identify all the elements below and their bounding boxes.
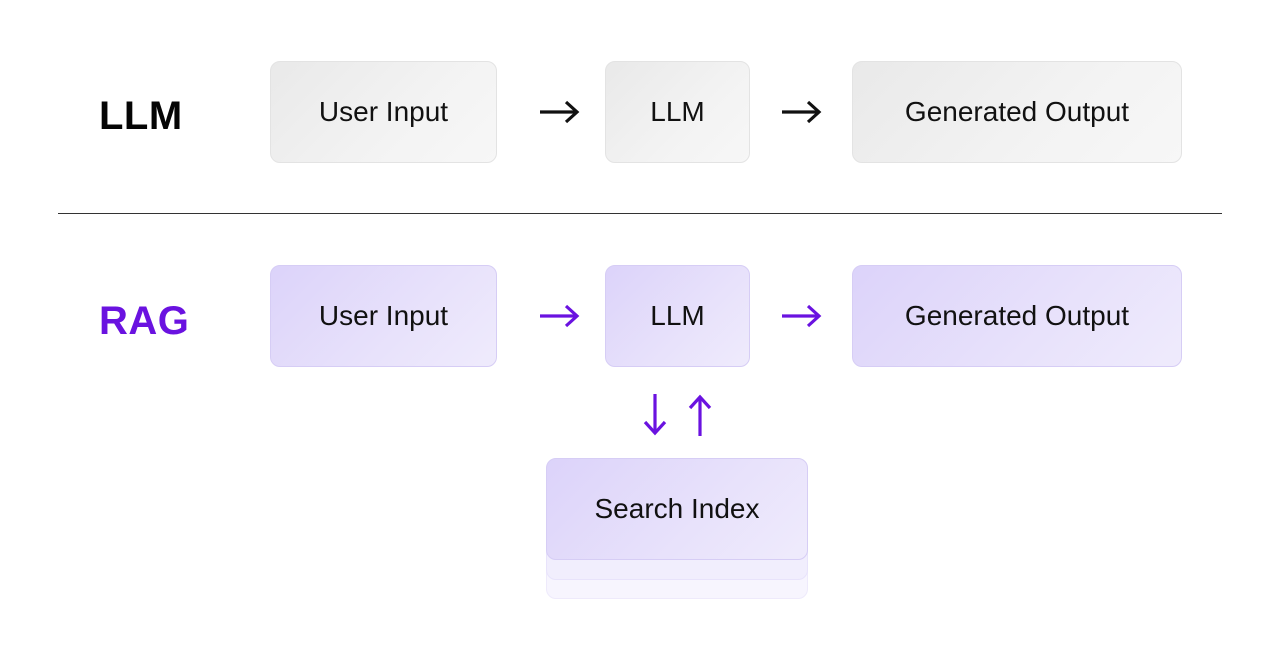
llm-row-label: LLM [99,94,183,138]
rag-generated-output-node: Generated Output [852,265,1182,367]
llm-user-input-label: User Input [318,96,449,127]
llm-arrow-right-icon [782,100,822,124]
rag-model-node: LLM [605,265,750,367]
rag-row-label: RAG [99,299,190,343]
section-divider [58,213,1222,214]
rag-user-input-label: User Input [318,300,449,331]
search-index-node: Search Index [546,458,808,560]
rag-arrow-right-icon [540,304,580,328]
search-index-label: Search Index [594,493,760,524]
rag-arrow-right-icon [782,304,822,328]
rag-user-input-node: User Input [270,265,497,367]
llm-user-input-node: User Input [270,61,497,163]
llm-generated-output-label: Generated Output [904,96,1130,127]
arrow-down-icon [643,394,667,436]
rag-generated-output-label: Generated Output [904,300,1130,331]
rag-model-label: LLM [650,300,705,331]
llm-model-label: LLM [650,96,705,127]
llm-generated-output-node: Generated Output [852,61,1182,163]
arrow-up-icon [688,394,712,436]
llm-arrow-right-icon [540,100,580,124]
llm-model-node: LLM [605,61,750,163]
